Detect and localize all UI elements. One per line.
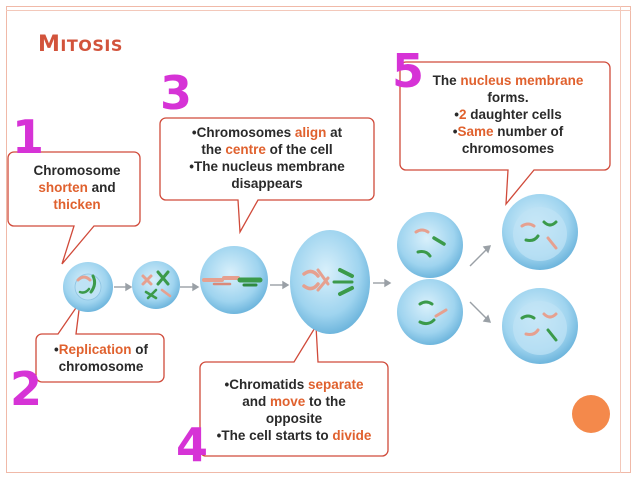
callout-box-4 [199,323,389,457]
title-first-letter: M [38,32,61,57]
decorative-orange-circle [572,395,610,433]
cell-stage-4 [290,230,370,334]
daughter-cell-top [502,194,578,270]
callout-box-1 [7,151,141,265]
frame-line-top [6,10,631,11]
cell-stage-1 [63,262,113,312]
daughter-cell-bottom [502,288,578,364]
step-2-text: •Replication of chromosome [54,342,148,374]
step-number-2: 2 [10,362,43,416]
callout-box-2 [35,301,165,383]
frame-line-right [620,6,621,473]
step-1-text: Chromosome shorten and thicken [33,163,121,212]
cell-stage-2 [132,261,180,309]
step-number-1: 1 [12,110,45,164]
step-3-text: •Chromosomes align at the centre of the … [189,125,345,191]
callout-box-5 [399,61,611,206]
title-rest: ITOSIS [60,36,123,55]
cell-stage-4b [397,212,463,345]
step-number-3: 3 [160,66,193,120]
step-number-4: 4 [176,418,209,472]
callout-box-3 [159,117,375,235]
stage-arrows [114,245,492,323]
slide-title: MITOSIS [38,32,123,57]
step-number-5: 5 [392,44,425,98]
step-4-text: •Chromatids separate and move to the opp… [216,377,372,443]
step-5-text: The nucleus membrane forms. •2 daughter … [432,73,584,156]
cell-stage-3 [200,246,268,314]
slide-frame [6,6,631,473]
